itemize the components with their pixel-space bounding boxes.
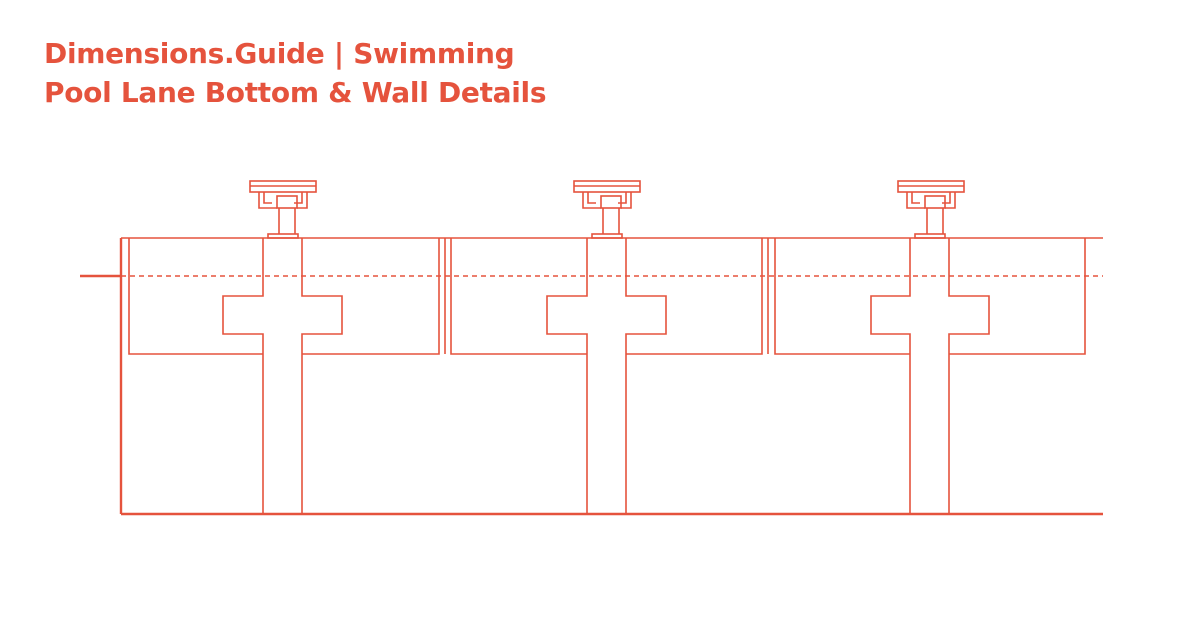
page-title: Dimensions.Guide | Swimming Pool Lane Bo…: [44, 34, 547, 112]
starting-block: [897, 180, 965, 239]
lane-2: [450, 180, 763, 514]
lane-line-marking: [222, 238, 343, 514]
lane-line-marking: [546, 238, 667, 514]
lane-line-marking: [870, 238, 990, 514]
starting-block: [573, 180, 641, 239]
lane-panel: [128, 238, 440, 355]
lane-3: [774, 180, 1086, 514]
lane-panel: [450, 238, 763, 355]
starting-block: [249, 180, 317, 239]
lane-panel: [774, 238, 1086, 355]
page-title-line-2: Pool Lane Bottom & Wall Details: [44, 76, 547, 109]
page-title-line-1: Dimensions.Guide | Swimming: [44, 37, 515, 70]
lane-1: [128, 180, 440, 514]
